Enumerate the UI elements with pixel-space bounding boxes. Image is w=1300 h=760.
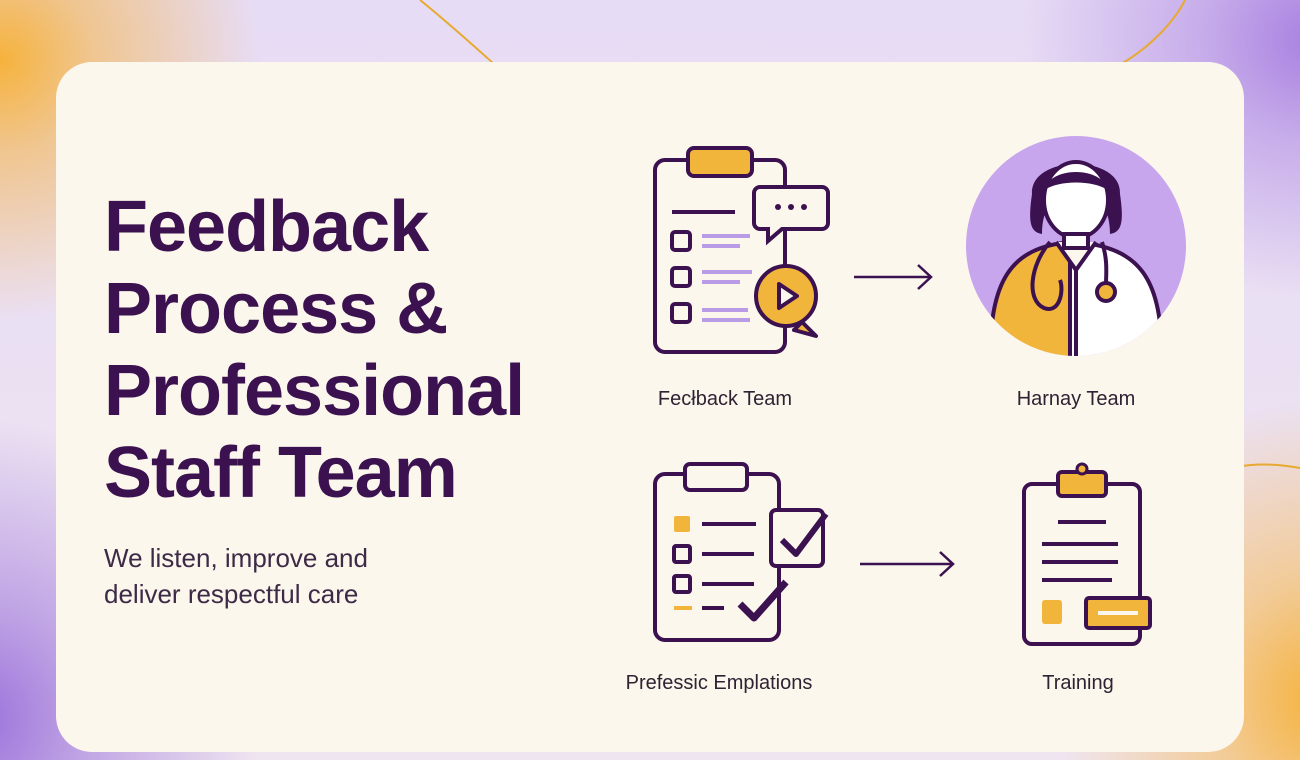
clipboard-checklist-icon: [653, 462, 829, 642]
clipboard-feedback-icon: [653, 146, 830, 354]
node-label-prefessic-emplations: Prefessic Emplations: [625, 672, 813, 694]
title-line-2: Process &: [104, 269, 448, 349]
arrow-right-icon: [860, 551, 955, 577]
subtitle: We listen, improve and deliver respectfu…: [104, 540, 368, 612]
nurse-avatar-icon: [966, 136, 1186, 356]
title-line-4: Staff Team: [104, 433, 458, 513]
clipboard-document-icon: [1022, 462, 1152, 646]
arrow-right-icon: [854, 264, 933, 290]
page-title: Feedback Process & Professional Staff Te…: [104, 186, 525, 514]
subtitle-line-2: deliver respectful care: [104, 579, 359, 609]
title-line-1: Feedback: [104, 187, 429, 267]
subtitle-line-1: We listen, improve and: [104, 543, 368, 573]
node-label-feedback-team: Fecłback Team: [657, 388, 793, 410]
node-label-training: Training: [1042, 672, 1114, 694]
node-label-harnay-team: Harnay Team: [1016, 388, 1136, 410]
title-line-3: Professional: [104, 351, 525, 431]
